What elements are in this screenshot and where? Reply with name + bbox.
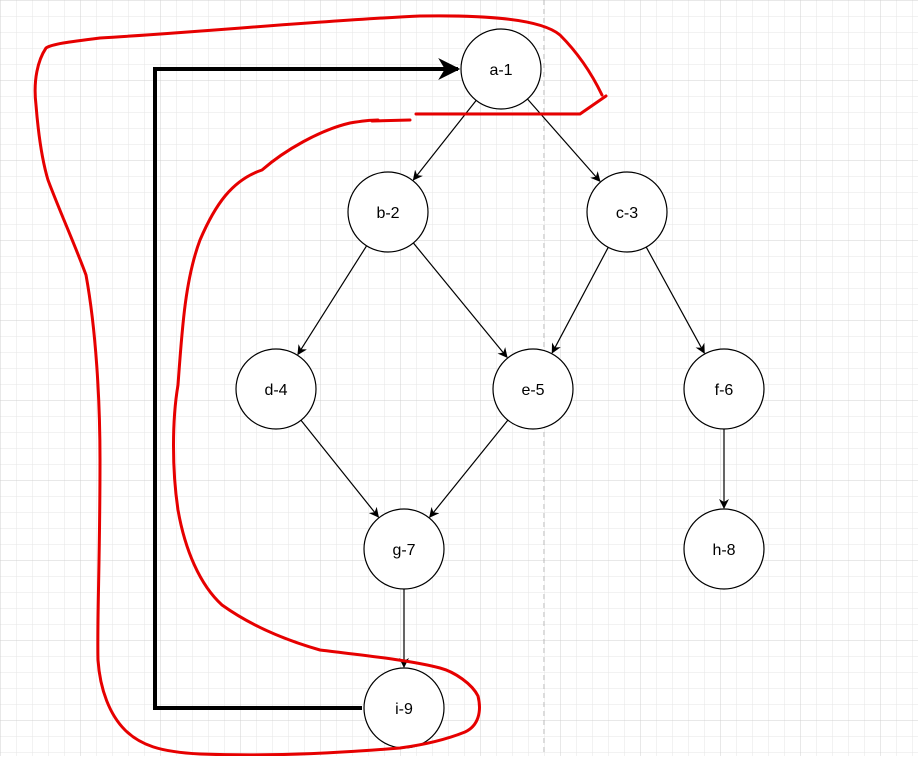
node-circle[interactable]	[492, 348, 574, 430]
edge-d-g[interactable]	[300, 419, 380, 518]
nodes-layer: a-1 b-2 c-3 d-4 e-5 f-6 g-7 h-8 i-9	[235, 28, 765, 749]
node-label: g-7	[392, 542, 415, 559]
red-loop-annotation	[33, 14, 604, 757]
node-label: d-4	[264, 382, 287, 399]
node-a-1[interactable]: a-1	[460, 28, 542, 110]
node-label: i-9	[395, 701, 413, 718]
red-gap-stroke	[370, 118, 412, 123]
node-circle[interactable]	[347, 171, 429, 253]
red-freehand-annotations	[33, 14, 608, 757]
node-h-8[interactable]: h-8	[683, 508, 765, 590]
node-label: e-5	[521, 382, 544, 399]
node-label: f-6	[715, 382, 734, 399]
node-label: a-1	[489, 62, 512, 79]
node-d-4[interactable]: d-4	[235, 348, 317, 430]
node-label: c-3	[616, 205, 638, 222]
node-g-7[interactable]: g-7	[363, 508, 445, 590]
red-underline-stroke	[414, 94, 608, 116]
node-circle[interactable]	[683, 348, 765, 430]
node-label: h-8	[712, 542, 735, 559]
node-label: b-2	[376, 205, 399, 222]
edge-e-g[interactable]	[429, 419, 509, 518]
node-e-5[interactable]: e-5	[492, 348, 574, 430]
edge-c-e[interactable]	[551, 247, 609, 354]
node-f-6[interactable]: f-6	[683, 348, 765, 430]
node-circle[interactable]	[235, 348, 317, 430]
node-circle[interactable]	[460, 28, 542, 110]
edge-b-e[interactable]	[412, 242, 508, 359]
node-circle[interactable]	[363, 508, 445, 590]
node-i-9[interactable]: i-9	[363, 667, 445, 749]
back-edge-arrow[interactable]	[153, 58, 461, 710]
edge-c-f[interactable]	[645, 246, 705, 354]
node-circle[interactable]	[683, 508, 765, 590]
node-c-3[interactable]: c-3	[586, 171, 668, 253]
node-b-2[interactable]: b-2	[347, 171, 429, 253]
edge-b-d[interactable]	[297, 245, 368, 356]
node-circle[interactable]	[586, 171, 668, 253]
